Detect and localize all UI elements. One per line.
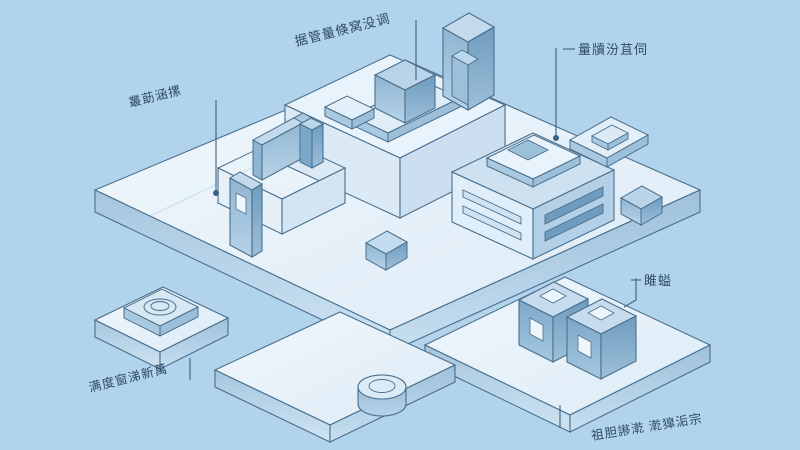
rooftop-cube [373,59,437,124]
door-panel [228,171,264,258]
right-mid-leader [623,278,637,308]
notched-wall-panel [251,112,325,181]
small-cube [619,185,664,226]
dial-pad [122,288,200,337]
leader-lines [189,20,641,428]
label-right-mid: 雎螠 [644,273,672,288]
cylinder-tank [357,374,407,417]
label-top-right: 量牘汾苴伺 [578,42,648,57]
chip-module [591,124,629,151]
rack-top-panel [485,134,582,188]
arch-gate-structure [441,12,496,111]
storage-cube-right [565,298,638,380]
center-small-cube [364,230,409,271]
